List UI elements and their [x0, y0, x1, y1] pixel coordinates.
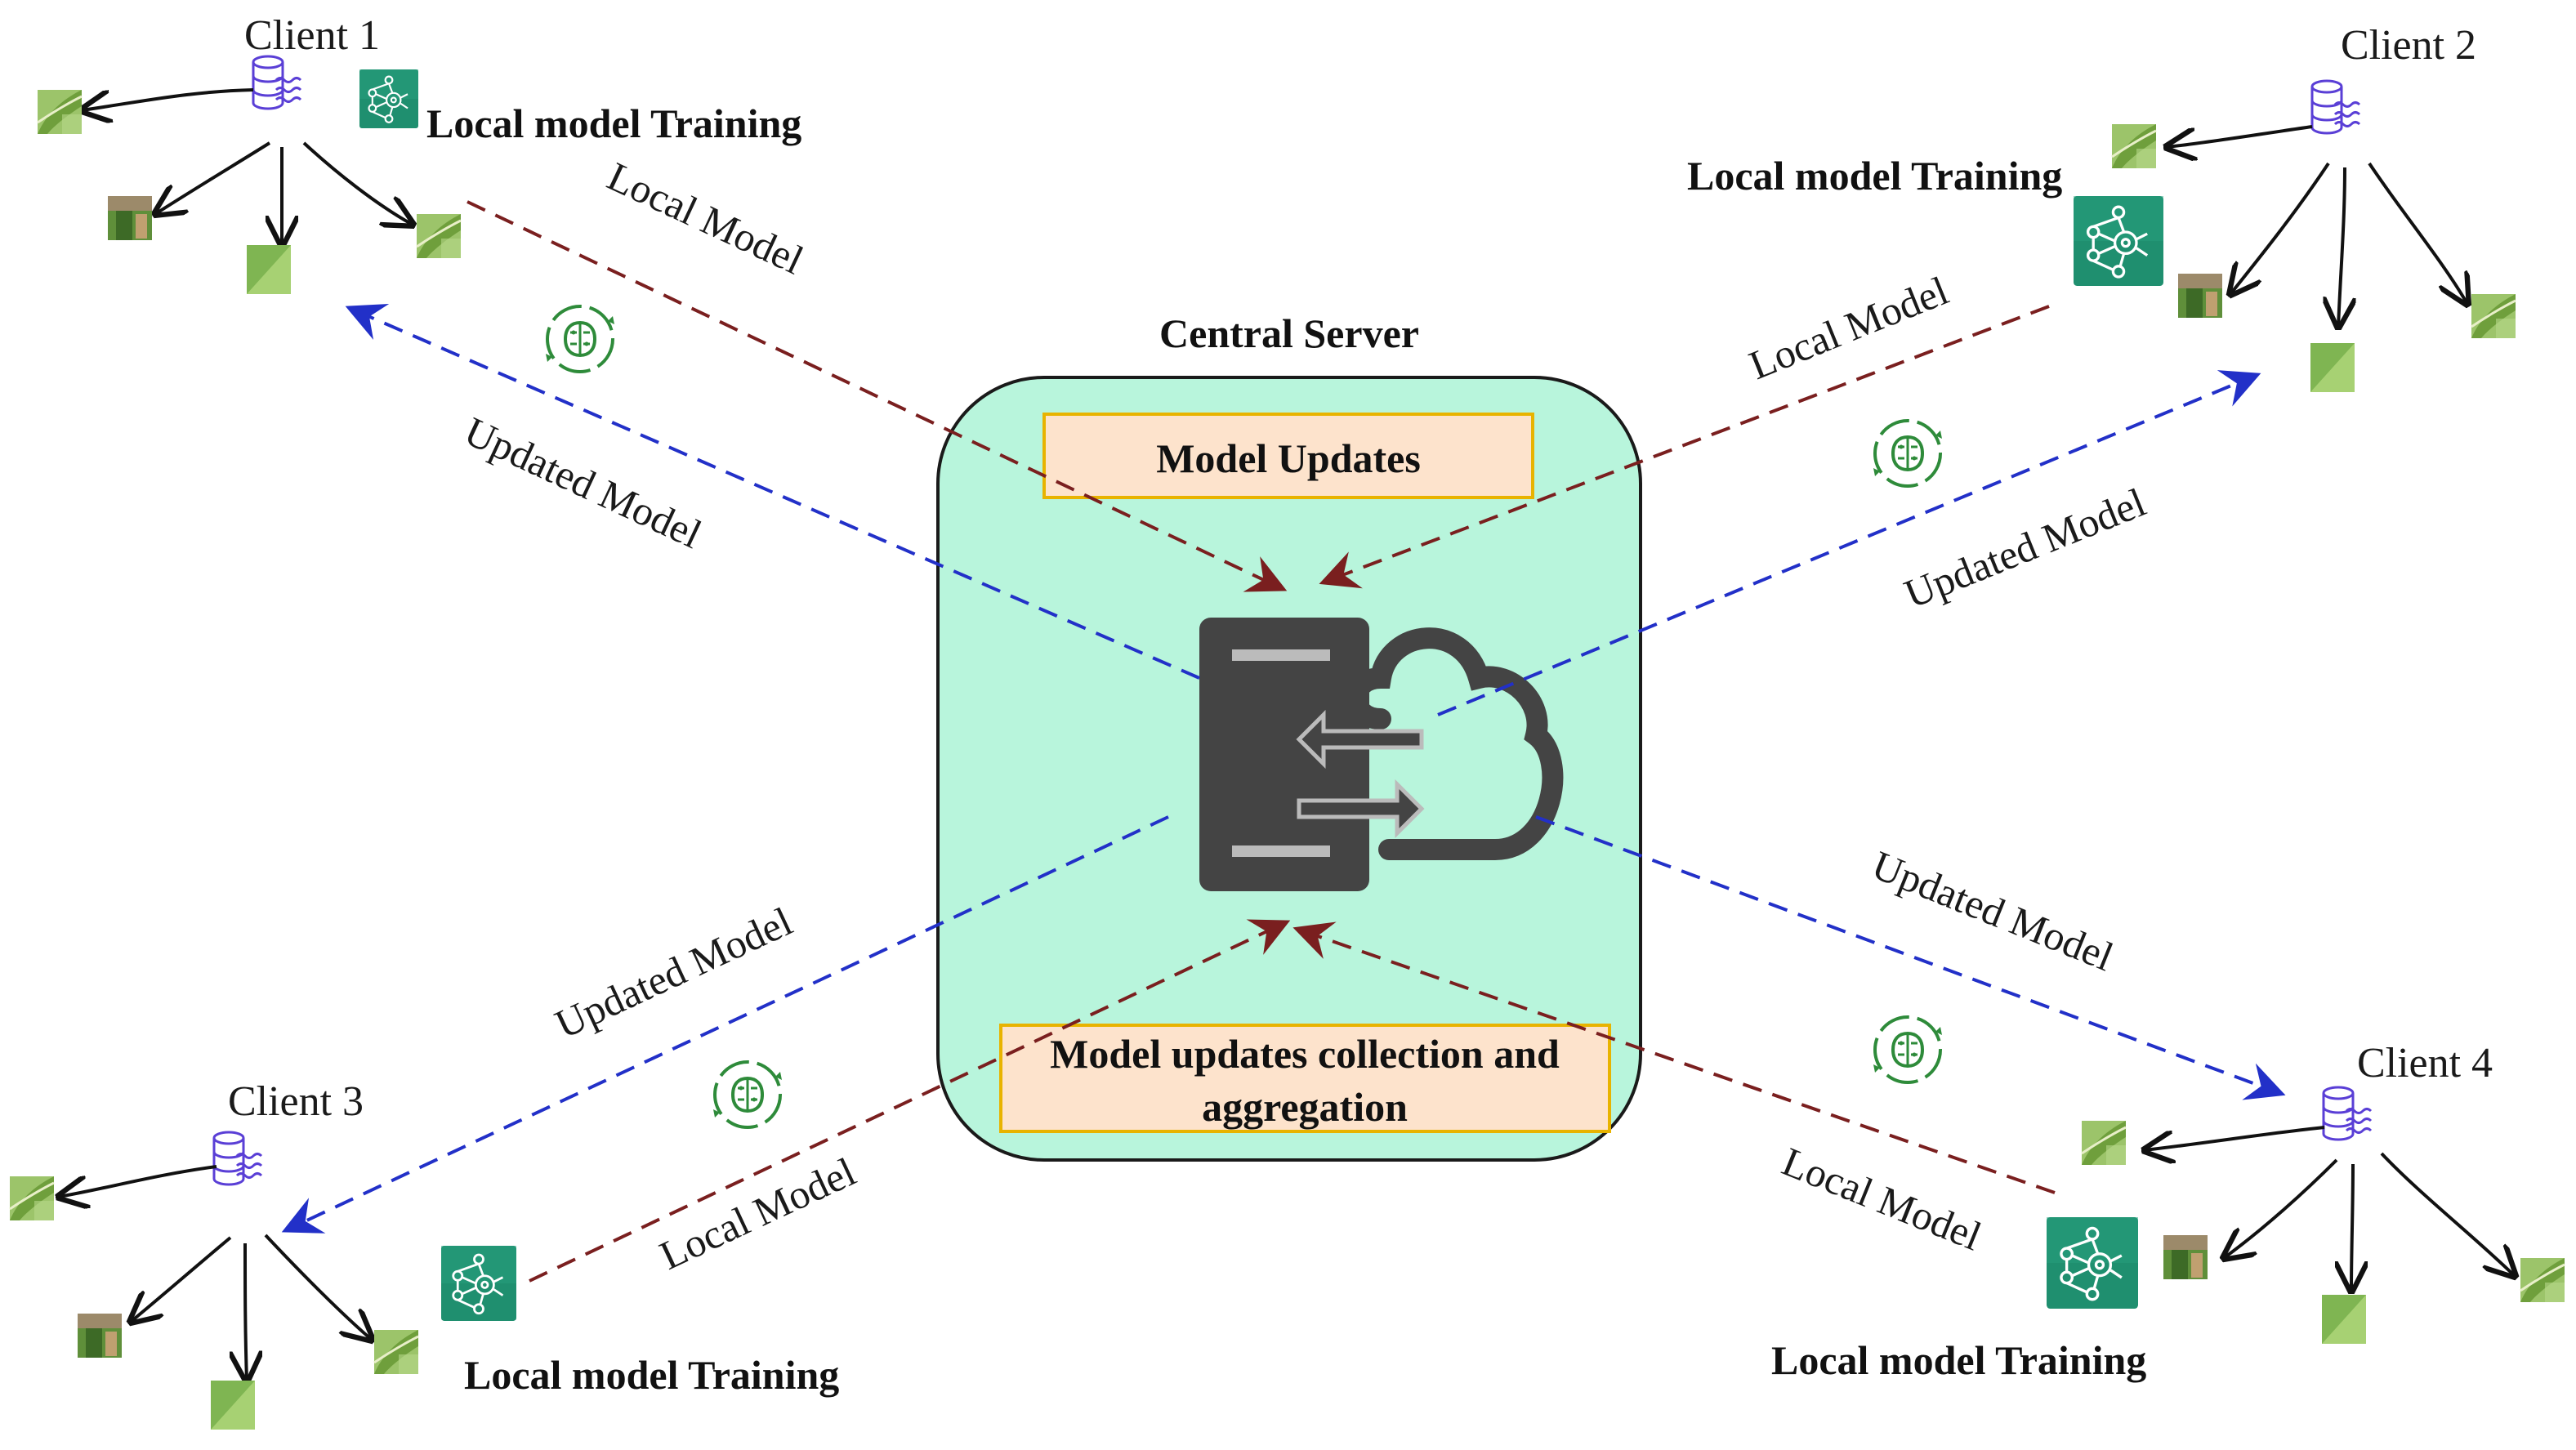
ml-training-icon [2072, 194, 2165, 288]
client4-local-model-arrow [1292, 921, 2056, 1194]
client3-local-model-arrow [529, 919, 1291, 1283]
client1-local-model-label: Local Model [600, 153, 810, 283]
client4-name: Client 4 [2357, 1040, 2493, 1086]
client2-local-model-arrow [1319, 305, 2050, 589]
leaf-image-icon [415, 212, 462, 260]
model-updates-box: Model Updates [1042, 413, 1534, 499]
leaf-image-icon [108, 196, 152, 240]
client-4-group: Client 4 Local model Training [1771, 1040, 2566, 1383]
ml-training-icon [2045, 1216, 2140, 1310]
ml-training-icon [440, 1244, 518, 1323]
client3-name: Client 3 [228, 1078, 364, 1125]
client2-training-label: Local model Training [1687, 153, 2062, 199]
database-icon [252, 55, 302, 110]
leaf-image-icon [2310, 343, 2355, 392]
leaf-image-icon [2163, 1235, 2208, 1279]
leaf-image-icon [2110, 123, 2158, 170]
client2-local-model-label: Local Model [1743, 267, 1954, 388]
client2-updated-model-label: Updated Model [1898, 479, 2152, 617]
client3-training-label: Local model Training [464, 1352, 839, 1398]
brain-cycle-icon [544, 305, 616, 373]
leaf-image-icon [211, 1381, 255, 1430]
leaf-image-icon [2178, 274, 2222, 318]
client1-local-model-arrow [467, 200, 1288, 592]
client3-updated-model-arrow [281, 815, 1169, 1234]
ml-training-icon [358, 68, 420, 130]
server-cloud-icon [1199, 618, 1564, 891]
leaf-image-icon [2080, 1119, 2127, 1167]
client4-updated-model-arrow [1535, 815, 2286, 1100]
client3-local-model-label: Local Model [653, 1149, 862, 1278]
client-2-group: Client 2 Local model Training [1687, 22, 2517, 392]
aggregation-label-line2: aggregation [1202, 1084, 1408, 1130]
client4-updated-model-label: Updated Model [1866, 841, 2120, 979]
leaf-image-icon [2519, 1256, 2566, 1304]
leaf-image-icon [2470, 292, 2517, 340]
client4-local-model-label: Local Model [1776, 1138, 1988, 1259]
client1-updated-model-label: Updated Model [458, 408, 708, 557]
leaf-image-icon [78, 1314, 122, 1358]
client4-training-label: Local model Training [1771, 1337, 2146, 1383]
client2-updated-model-arrow [1437, 370, 2261, 716]
client-1-group: Client 1 Local model Training [36, 12, 801, 294]
brain-cycle-icon [1872, 419, 1944, 488]
database-icon [212, 1131, 263, 1186]
brain-cycle-icon [712, 1060, 784, 1129]
leaf-image-icon [36, 88, 83, 136]
database-icon [2310, 79, 2361, 135]
leaf-image-icon [2322, 1295, 2366, 1344]
client1-name: Client 1 [244, 12, 380, 59]
client1-training-label: Local model Training [426, 100, 801, 146]
client2-name: Client 2 [2341, 22, 2476, 69]
leaf-image-icon [247, 245, 291, 294]
model-updates-label: Model Updates [1156, 435, 1421, 481]
aggregation-box: Model updates collection and aggregation [999, 1024, 1611, 1133]
client3-updated-model-label: Updated Model [548, 898, 799, 1047]
client-3-group: Client 3 Local model Training [8, 1078, 839, 1430]
leaf-image-icon [373, 1328, 420, 1376]
brain-cycle-icon [1872, 1015, 1944, 1084]
leaf-image-icon [8, 1175, 56, 1222]
aggregation-label-line1: Model updates collection and [1050, 1031, 1560, 1077]
central-server-title: Central Server [1159, 310, 1419, 356]
database-icon [2322, 1086, 2373, 1141]
